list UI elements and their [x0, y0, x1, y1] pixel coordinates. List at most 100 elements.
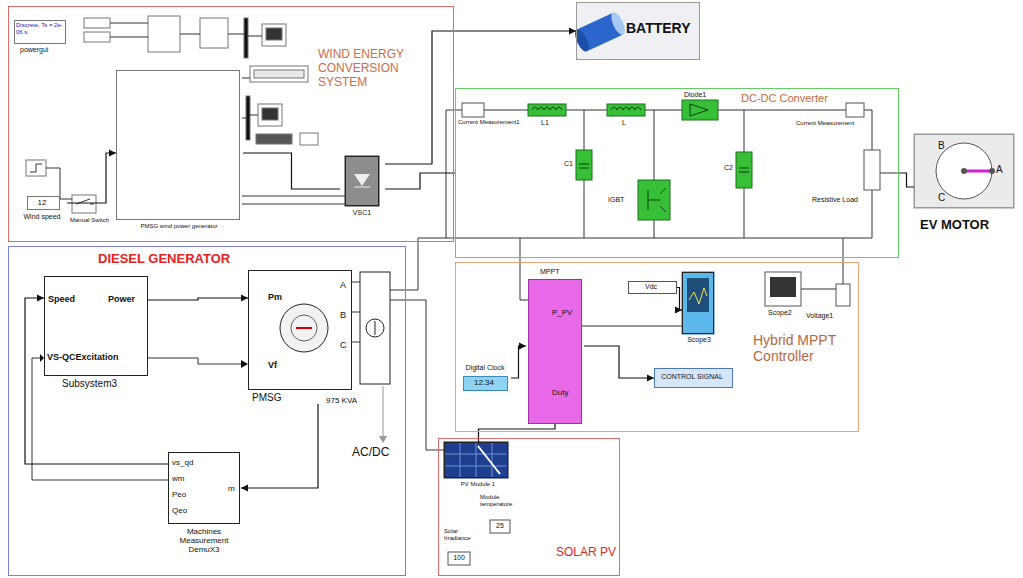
scope-trace — [689, 288, 707, 304]
block-outline — [444, 442, 508, 478]
dc-bus-wire — [390, 110, 462, 450]
block-label: Duty — [552, 388, 568, 397]
arrowhead — [379, 436, 387, 443]
battery-box: BATTERY — [576, 2, 700, 60]
motor-dot — [989, 168, 995, 174]
wire — [511, 346, 526, 378]
block-label: P_PV — [552, 308, 572, 317]
scope-block — [262, 24, 286, 46]
arrowhead — [569, 28, 576, 35]
block-label: Discrete, Ts = 2e-06 s. — [16, 22, 64, 36]
power-wire — [352, 282, 360, 342]
battery-cell — [572, 11, 627, 54]
machine-block — [248, 270, 352, 390]
scope-block — [258, 104, 282, 126]
pv-grid — [444, 442, 508, 478]
measurement-block — [148, 16, 180, 52]
block-outline — [455, 88, 899, 258]
part-label: Diode1 — [684, 91, 706, 99]
mux-bar — [244, 18, 248, 58]
signal-line — [148, 295, 248, 302]
goto-tag — [84, 32, 110, 42]
part-label: Current Measurement1 — [458, 119, 520, 126]
measurement-block: vs_qdwmPeoQeomMachines Measurement DemuX… — [168, 452, 241, 560]
component-detail — [532, 104, 749, 172]
block-label: DC-DC Converter — [741, 92, 828, 105]
goto-tag: Vdc — [628, 281, 677, 294]
wire — [148, 298, 248, 300]
part-label: C1 — [564, 160, 573, 168]
arrowhead — [241, 485, 248, 492]
wire — [243, 153, 340, 189]
part-label: Scope2 — [768, 309, 792, 317]
pv-module: PV Module 1 — [444, 442, 513, 492]
block-label: B — [938, 140, 945, 152]
arrowhead — [37, 295, 44, 302]
block-label: C — [938, 192, 945, 204]
part-label: Manual Switch — [70, 217, 109, 224]
wire — [479, 424, 556, 442]
source-symbol — [366, 319, 384, 337]
step-block — [26, 160, 46, 176]
machine-block: PmVfABCPMSG — [248, 270, 356, 404]
part-label: AC/DC — [352, 446, 389, 460]
step-symbol — [30, 164, 42, 172]
part-label: L — [622, 119, 626, 127]
part-label: Solar Irradiance — [444, 528, 484, 542]
block-label: MPPT — [540, 268, 559, 276]
wire — [385, 173, 455, 189]
source-arrow — [375, 321, 376, 335]
region-panel: WIND ENERGY CONVERSION SYSTEM Discrete, T… — [8, 6, 454, 242]
block-label: A — [340, 280, 346, 290]
part-label: Resistive Load — [812, 196, 858, 204]
signal-wire — [242, 78, 258, 118]
scope-block — [765, 272, 801, 306]
part-label: L1 — [541, 119, 549, 127]
part-label: IGBT — [608, 196, 624, 204]
arrowhead — [109, 150, 116, 157]
block-label: WIND ENERGY CONVERSION SYSTEM — [318, 48, 418, 89]
scope-block: Scope3 — [682, 272, 717, 348]
wire — [584, 346, 654, 378]
current-meter — [846, 103, 864, 117]
block-label: m — [228, 484, 235, 493]
block-label: PV Module 1 — [444, 481, 512, 488]
clock-block: Digital Clock12.34 — [460, 364, 511, 392]
motor-panel — [914, 134, 1014, 208]
igbt-symbol — [638, 180, 670, 220]
from-tag — [300, 133, 318, 145]
block-label: SOLAR PV — [556, 546, 616, 560]
transistor-detail — [648, 188, 666, 212]
display-block — [250, 66, 308, 82]
region-panel: DC-DC Converter — [455, 88, 899, 258]
mppt-block: MPPT P_PV Duty — [526, 268, 584, 424]
signal-line — [511, 343, 526, 379]
block-label: Machines Measurement DemuX3 — [168, 527, 240, 555]
converter-block — [345, 156, 379, 206]
resistor-symbol — [864, 150, 880, 190]
signal-wire — [46, 168, 72, 199]
arrowhead — [241, 295, 248, 302]
signal-line — [67, 150, 116, 204]
signal-line — [899, 173, 914, 187]
wire — [899, 173, 914, 187]
block-label: powergui — [20, 46, 48, 54]
block-label: Vf — [268, 360, 277, 370]
signal-wire — [110, 23, 262, 37]
goto-tag — [84, 18, 110, 28]
part-label: 25 — [490, 522, 510, 530]
block-outline — [116, 70, 240, 220]
inductor-symbol — [607, 104, 645, 116]
block-label: EV MOTOR — [920, 218, 989, 233]
battery-panel — [576, 2, 700, 60]
scope-screen — [687, 278, 709, 312]
power-wire — [242, 196, 345, 204]
signal-wire — [148, 358, 241, 364]
block-outline — [528, 279, 582, 424]
block-label: Power — [108, 294, 135, 304]
block-label: Pm — [268, 292, 282, 302]
block-label: wm — [172, 474, 184, 483]
part-label: Module temperature — [480, 494, 526, 508]
inductor-symbol — [528, 104, 566, 116]
goto-tag — [256, 134, 292, 144]
